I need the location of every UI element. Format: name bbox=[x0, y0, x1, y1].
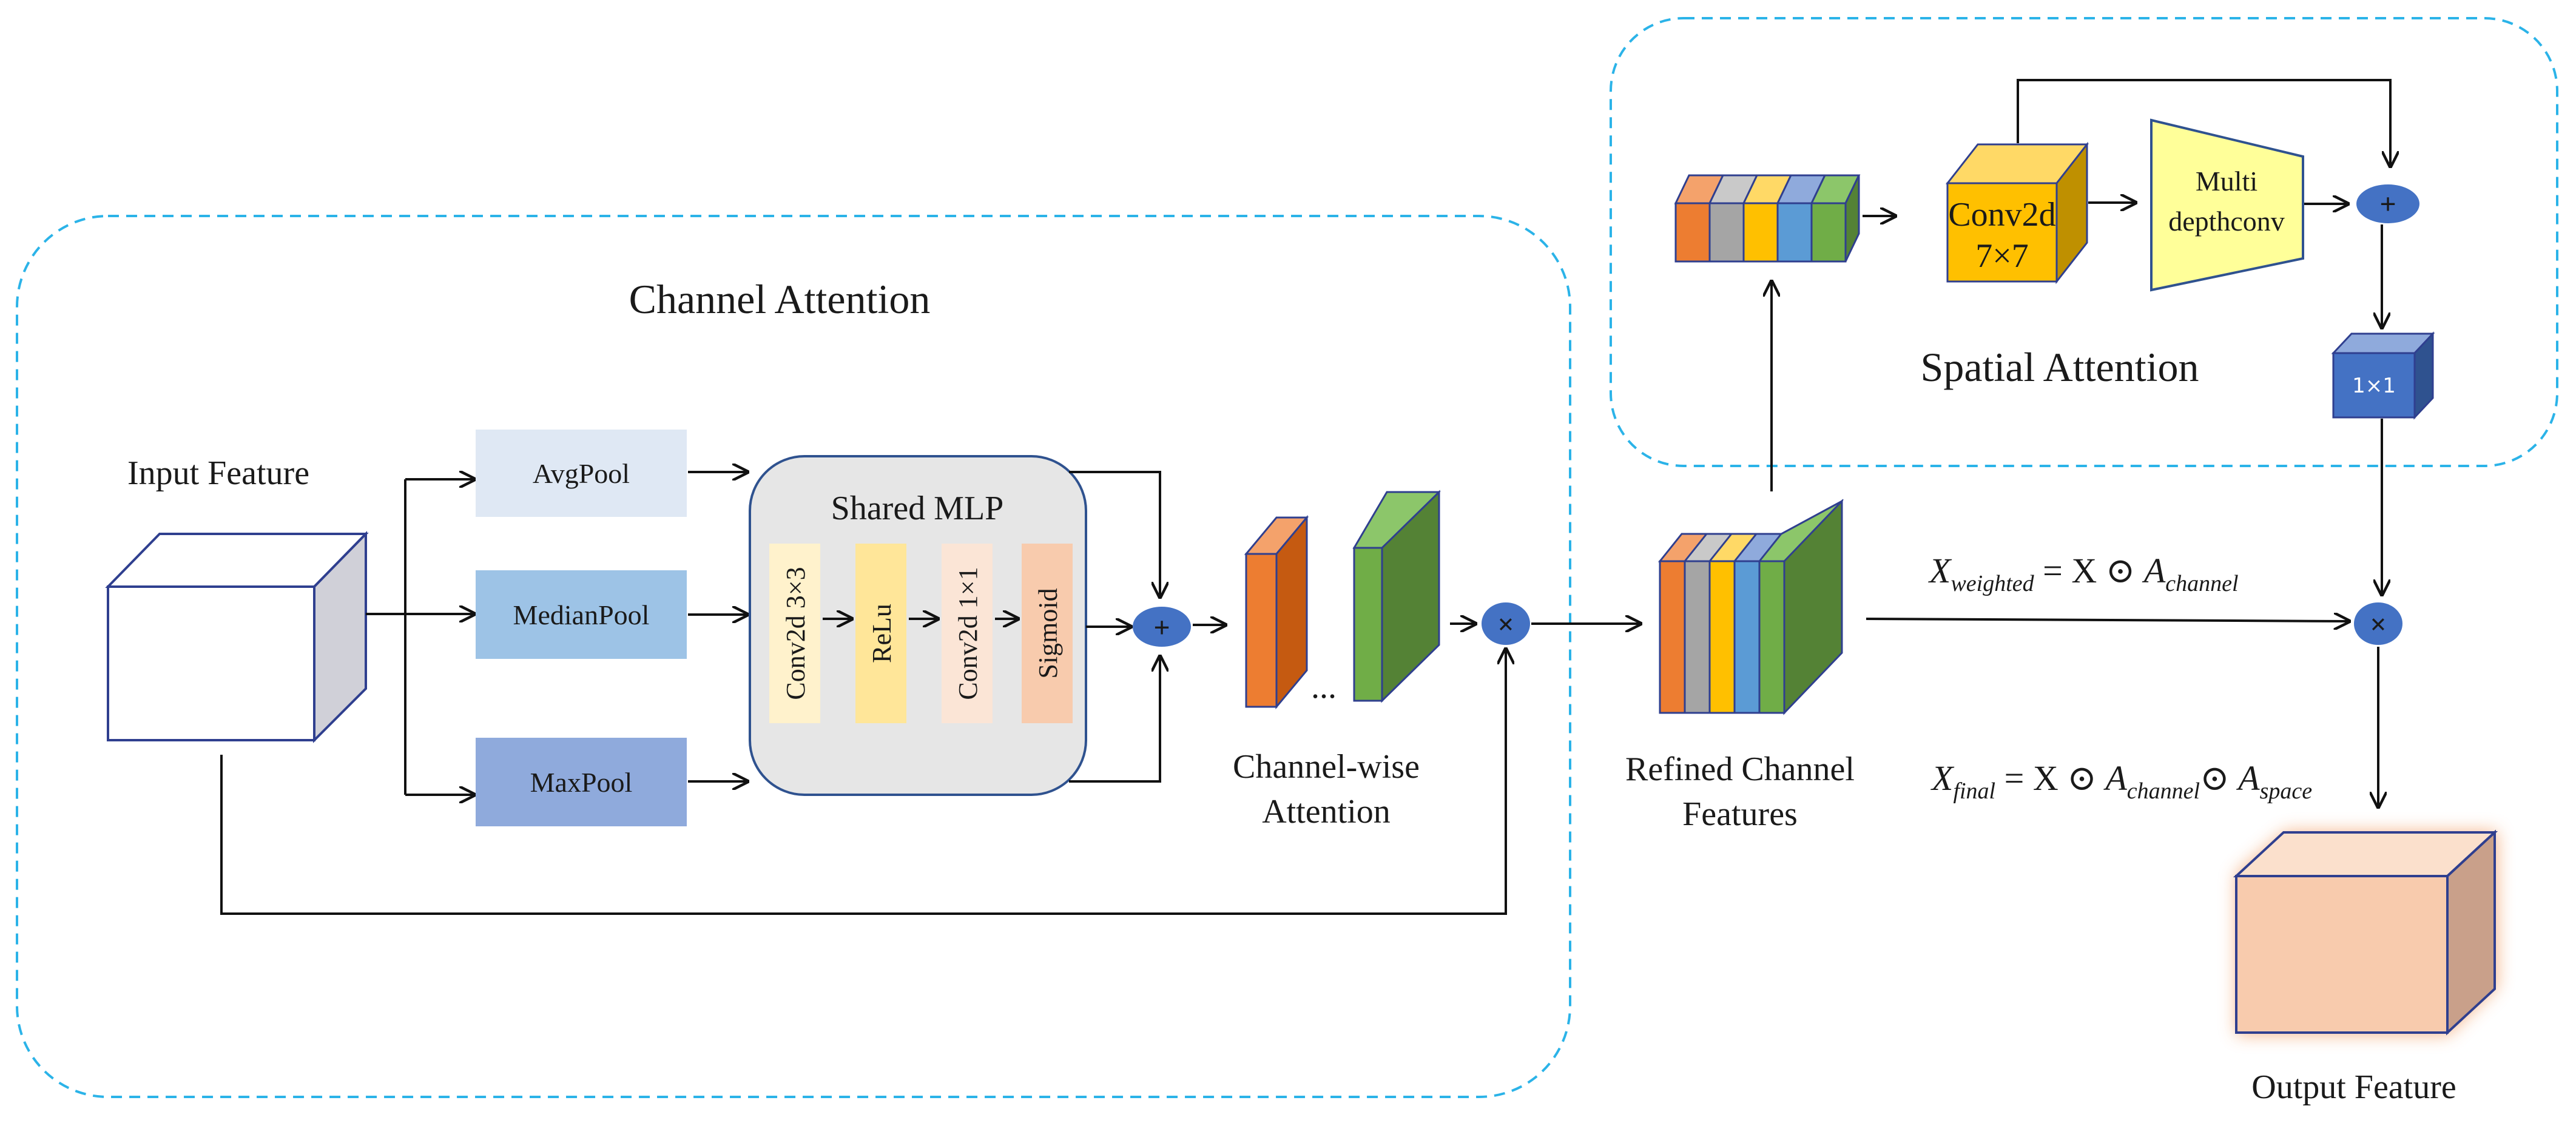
channel-attention-title: Channel Attention bbox=[629, 276, 931, 322]
maxpool-block: MaxPool bbox=[476, 738, 687, 826]
sigmoid-layer bbox=[1022, 544, 1073, 723]
multi-depthconv-block: Multi depthconv bbox=[2150, 118, 2304, 292]
channel-wise-label-line2: Attention bbox=[1262, 793, 1391, 831]
ellipsis: ... bbox=[1311, 668, 1337, 706]
refined-channel-features-stack bbox=[1657, 499, 1844, 715]
spatial-input-stack bbox=[1674, 174, 1861, 263]
conv2d-1x1-label: Conv2d 1×1 bbox=[953, 567, 983, 700]
channel-attention-region bbox=[16, 215, 1571, 1098]
input-feature-label: Input Feature bbox=[127, 454, 309, 492]
conv2d-7x7-line1: Conv2d bbox=[1948, 196, 2055, 234]
channel-wise-label-line1: Channel-wise bbox=[1233, 748, 1420, 786]
avgpool-block: AvgPool bbox=[476, 430, 687, 517]
channel-wise-slab-green bbox=[1352, 490, 1441, 703]
input-feature-cube bbox=[105, 531, 369, 743]
conv2d-7x7-cube: Conv2d 7×7 bbox=[1945, 141, 2089, 285]
avgpool-label: AvgPool bbox=[533, 458, 630, 489]
conv2d-7x7-line2: 7×7 bbox=[1975, 237, 2029, 275]
multiply-operator-final: × bbox=[2354, 602, 2402, 645]
input-skip-connection bbox=[220, 649, 1506, 915]
add-operator-spatial: + bbox=[2356, 184, 2419, 223]
shared-mlp-title: Shared MLP bbox=[831, 490, 1004, 527]
add-symbol-spatial: + bbox=[2379, 188, 2396, 220]
input-branch-connectors bbox=[366, 479, 474, 795]
conv2d-3x3-label: Conv2d 3×3 bbox=[781, 567, 811, 700]
channel-wise-slab-orange bbox=[1244, 514, 1309, 710]
refined-label-line1: Refined Channel bbox=[1625, 750, 1855, 788]
multi-depthconv-line1: Multi bbox=[2196, 166, 2257, 197]
relu-layer bbox=[855, 544, 906, 723]
one-by-one-cube: 1×1 bbox=[2331, 331, 2435, 420]
multiply-operator-channel: × bbox=[1482, 602, 1530, 645]
multiply-symbol-final: × bbox=[2370, 609, 2386, 641]
sigmoid-label: Sigmoid bbox=[1033, 588, 1063, 678]
conv2d-3x3-layer bbox=[769, 544, 820, 723]
multi-depthconv-line2: depthconv bbox=[2168, 206, 2285, 237]
spatial-residual-connection bbox=[2017, 79, 2390, 166]
spatial-attention-title: Spatial Attention bbox=[1921, 344, 2199, 390]
conv2d-1x1-layer bbox=[942, 544, 993, 723]
add-symbol: + bbox=[1153, 612, 1170, 644]
relu-label: ReLu bbox=[867, 604, 897, 663]
mlp-to-add-connectors bbox=[1069, 471, 1160, 783]
formula-weighted: Xweighted = X ⊙ Achannel bbox=[1928, 551, 2239, 596]
output-feature-label: Output Feature bbox=[2251, 1068, 2456, 1106]
one-by-one-label: 1×1 bbox=[2352, 374, 2396, 398]
add-operator-channel: + bbox=[1133, 607, 1191, 647]
refined-to-final-multiply-arrow bbox=[1866, 619, 2349, 621]
formula-final: Xfinal = X ⊙ Achannel⊙ Aspace bbox=[1930, 758, 2312, 804]
output-feature-cube bbox=[2233, 829, 2498, 1036]
shared-mlp-block: Shared MLP Conv2d 3×3 ReLu Conv2d 1×1 Si… bbox=[749, 455, 1087, 796]
pool-to-mlp-arrows bbox=[688, 472, 747, 781]
multiply-symbol-channel: × bbox=[1497, 609, 1514, 641]
refined-label-line2: Features bbox=[1682, 795, 1798, 833]
medianpool-block: MedianPool bbox=[476, 570, 687, 659]
medianpool-label: MedianPool bbox=[513, 599, 650, 630]
maxpool-label: MaxPool bbox=[530, 767, 633, 798]
spatial-attention-region bbox=[1610, 17, 2558, 467]
